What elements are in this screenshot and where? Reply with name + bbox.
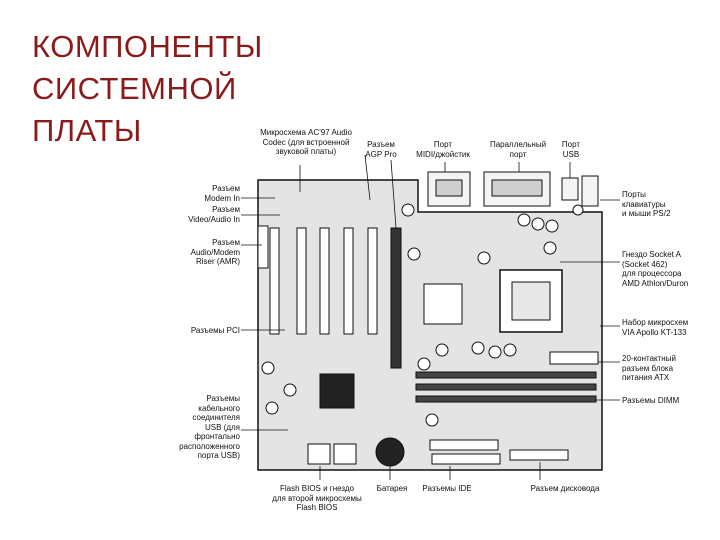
label-ac97: Микросхема AC'97 Audio Codec (для встрое… — [250, 128, 362, 157]
label-ide: Разъемы IDE — [416, 484, 478, 494]
label-agp: Разъем AGP Pro — [360, 140, 402, 159]
label-ps2: Порты клавиатуры и мыши PS/2 — [622, 190, 712, 219]
amr-slot — [258, 226, 268, 268]
label-socket: Гнездо Socket A (Socket 462) для процесс… — [622, 250, 718, 288]
label-battery: Батарея — [372, 484, 412, 494]
agp-slot — [391, 228, 401, 368]
ide-connector — [430, 440, 498, 450]
label-chipset: Набор микросхем VIA Apollo KT-133 — [622, 318, 718, 337]
label-amr: Разъем Audio/Modem Riser (AMR) — [160, 238, 240, 267]
southbridge — [320, 374, 354, 408]
label-modem-in: Разъем Modem In — [160, 184, 240, 203]
label-midi: Порт MIDI/джойстик — [410, 140, 476, 159]
label-dimm: Разъемы DIMM — [622, 396, 718, 406]
battery — [376, 438, 404, 466]
label-atx: 20-контактный разъем блока питания ATX — [622, 354, 718, 383]
label-usb-cable: Разъемы кабельного соединителя USB (для … — [160, 394, 240, 461]
usb-port — [562, 178, 578, 200]
label-parallel: Параллельный порт — [482, 140, 554, 159]
label-pci: Разъемы PCI — [160, 326, 240, 336]
label-floppy: Разъем дисковода — [520, 484, 610, 494]
ps2-port — [582, 176, 598, 206]
bios-chip — [308, 444, 330, 464]
label-video-in: Разъем Video/Audio In — [160, 205, 240, 224]
label-usb-port: Порт USB — [556, 140, 586, 159]
label-bios: Flash BIOS и гнездо для второй микросхем… — [262, 484, 372, 513]
northbridge — [424, 284, 462, 324]
floppy-connector — [510, 450, 568, 460]
dimm-slots — [416, 372, 596, 402]
atx-connector — [550, 352, 598, 364]
